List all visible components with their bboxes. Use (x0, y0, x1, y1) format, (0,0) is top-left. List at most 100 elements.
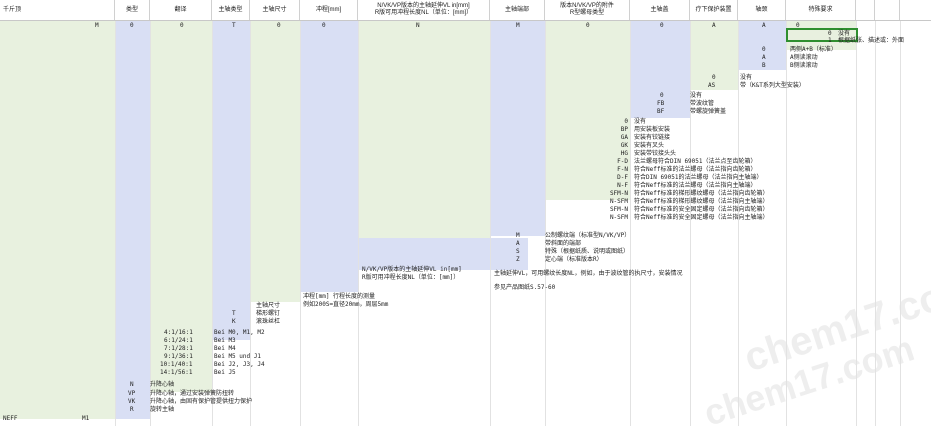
code-cell[interactable]: S (516, 248, 520, 255)
code-cell[interactable]: 0 (180, 22, 184, 29)
code-cell[interactable]: R (130, 406, 134, 413)
desc-cell[interactable]: 升降心轴，由固有保护管提供扭力保护 (150, 398, 253, 405)
code-cell[interactable]: 0 (624, 118, 628, 125)
code-cell[interactable]: FB (657, 100, 665, 107)
desc-cell[interactable]: 符合Neff标准的梯形螺纹螺母（法兰指向主轴端） (634, 198, 769, 205)
code-cell[interactable]: N-SFM (609, 214, 628, 221)
code-cell[interactable]: D-F (617, 174, 628, 181)
code-cell[interactable]: AS (708, 82, 716, 89)
ratio-note[interactable]: Bei M4 (214, 345, 236, 352)
code-cell[interactable]: Z (516, 256, 520, 263)
code-cell[interactable]: 0 (828, 30, 832, 37)
ratio[interactable]: 7:1/28:1 (164, 345, 193, 352)
code-cell[interactable]: M (516, 22, 520, 29)
product-code[interactable]: M1 (82, 415, 90, 422)
desc-cell[interactable]: 安装带铰接头头 (634, 150, 677, 157)
code-cell[interactable]: N-SFM (609, 198, 628, 205)
desc-cell[interactable]: 符合Neff标准的法兰螺母（法兰指向齿轮箱） (634, 166, 757, 173)
header-cover[interactable]: 主轴盖 (630, 0, 690, 20)
code-cell[interactable]: K (232, 318, 236, 325)
code-cell[interactable]: A (762, 54, 766, 61)
selected-cell[interactable] (786, 28, 858, 42)
size-label[interactable]: 梯形螺钉 (256, 310, 281, 317)
desc-cell[interactable]: 带（K&T系列大型安装） (740, 82, 805, 89)
code-cell[interactable]: A (712, 22, 716, 29)
ratio-note[interactable]: Bei M3 (214, 337, 236, 344)
desc-cell[interactable]: 定心端（标准版本R） (545, 256, 603, 263)
ratio-note[interactable]: Bei M0, M1, M2 (214, 329, 265, 336)
ratio-note[interactable]: Bei J5 (214, 369, 236, 376)
header-spindle-end[interactable]: 主轴端部 (490, 0, 545, 20)
desc-cell[interactable]: 旋转主轴 (150, 406, 175, 413)
ratio[interactable]: 4:1/16:1 (164, 329, 193, 336)
code-cell[interactable]: SFM-N (609, 190, 628, 197)
code-cell[interactable]: 0 (130, 22, 134, 29)
desc-cell[interactable]: 没有 (740, 74, 753, 81)
desc-cell[interactable]: 符合DIN 69051的法兰螺母（法兰指向主轴端） (634, 174, 763, 181)
code-cell[interactable]: BF (657, 108, 665, 115)
header-journal[interactable]: 轴颈 (738, 0, 786, 20)
ratio[interactable]: 14:1/56:1 (160, 369, 193, 376)
code-cell[interactable]: 0 (796, 22, 800, 29)
code-cell[interactable]: N (416, 22, 420, 29)
code-cell[interactable]: BP (620, 126, 628, 133)
desc-cell[interactable]: 根据纸张、描述或：外面 (838, 37, 905, 44)
header-spindle-type[interactable]: 主轴类型 (212, 0, 250, 20)
desc-cell[interactable]: 符合Neff标准的安全固定螺母（法兰指向主轴端） (634, 214, 769, 221)
desc-cell[interactable]: A侧读滚动 (790, 54, 818, 61)
code-cell[interactable]: M (516, 232, 520, 239)
desc-cell[interactable]: 公制螺纹端（标准型N/VK/VP） (545, 232, 631, 239)
product-name[interactable]: NEFF (3, 415, 18, 422)
header-vl[interactable]: N/VK/VP版本的主轴延伸VL in[mm] R版可用冲程长度NL（单位：[m… (358, 0, 490, 20)
header-accessory[interactable]: 版本N/VK/VP的附件 R型螺母类型 (545, 0, 630, 20)
code-cell[interactable]: A (762, 22, 766, 29)
desc-cell[interactable]: 带波纹管 (690, 100, 715, 107)
desc-cell[interactable]: 符合Neff标准的法兰螺母（法兰指向主轴端） (634, 182, 757, 189)
header-type[interactable]: 类型 (115, 0, 150, 20)
code-cell[interactable]: HG (620, 150, 628, 157)
code-cell[interactable]: 0 (712, 74, 716, 81)
desc-cell[interactable]: 带斜面的端部 (545, 240, 582, 247)
code-cell[interactable]: 0 (660, 92, 664, 99)
desc-cell[interactable]: 没有 (838, 30, 851, 37)
code-cell[interactable]: SFM-N (609, 206, 628, 213)
code-cell[interactable]: T (232, 22, 236, 29)
header-jack[interactable]: 千斤顶 (0, 0, 115, 20)
code-cell[interactable]: N-F (617, 182, 628, 189)
ratio-note[interactable]: Bei M5 und J1 (214, 353, 261, 360)
code-cell[interactable]: 0 (322, 22, 326, 29)
header-blank[interactable] (856, 0, 875, 20)
ratio-note[interactable]: Bei J2, J3, J4 (214, 361, 265, 368)
desc-cell[interactable]: 符合Neff标准的梯形螺纹螺母（法兰指向齿轮箱） (634, 190, 769, 197)
desc-cell[interactable]: 两侧A+B（标准） (790, 46, 837, 53)
code-cell[interactable]: N (130, 381, 134, 388)
size-label[interactable]: 主轴尺寸 (256, 302, 281, 309)
header-stroke[interactable]: 冲程[mm] (300, 0, 358, 20)
code-cell[interactable]: VK (128, 398, 136, 405)
code-cell[interactable]: F-N (617, 166, 628, 173)
code-cell[interactable]: F-D (617, 158, 628, 165)
code-cell[interactable]: 0 (660, 22, 664, 29)
desc-cell[interactable]: 升降心轴 (150, 381, 175, 388)
desc-cell[interactable]: 法兰螺母符合DIN 69051（法兰点至齿轮箱） (634, 158, 757, 165)
desc-cell[interactable]: B侧读滚动 (790, 62, 818, 69)
desc-cell[interactable]: 特殊（根据纸质、说明或图纸） (545, 248, 630, 255)
code-cell[interactable]: A (516, 240, 520, 247)
desc-cell[interactable]: 升降心轴，通过安装弹簧防扭转 (150, 390, 235, 397)
desc-cell[interactable]: 安装有铰链接 (634, 134, 671, 141)
vl-note[interactable]: 主轴延伸VL，可用螺纹长度NL，例如，由于波纹管的执尺寸，安装情况 (494, 270, 683, 277)
desc-cell[interactable]: 没有 (634, 118, 647, 125)
desc-cell[interactable]: 带螺旋弹簧盖 (690, 108, 727, 115)
ratio[interactable]: 10:1/40:1 (160, 361, 193, 368)
stroke-example[interactable]: 例如200S=直径20mm，周层5mm (303, 301, 389, 308)
ratio[interactable]: 6:1/24:1 (164, 337, 193, 344)
desc-cell[interactable]: 安装有叉头 (634, 142, 665, 149)
code-cell[interactable]: GK (620, 142, 628, 149)
code-cell[interactable]: T (232, 310, 236, 317)
code-cell[interactable]: 0 (586, 22, 590, 29)
vl-label[interactable]: R版可用冲程长度NL（单位：[mm]） (362, 274, 460, 281)
desc-cell[interactable]: 符合Neff标准的安全固定螺母（法兰指向齿轮箱） (634, 206, 769, 213)
vl-note[interactable]: 参见产品图纸S.57-60 (494, 284, 556, 291)
code-cell[interactable]: 0 (762, 46, 766, 53)
size-label[interactable]: 滚珠丝杠 (256, 318, 281, 325)
